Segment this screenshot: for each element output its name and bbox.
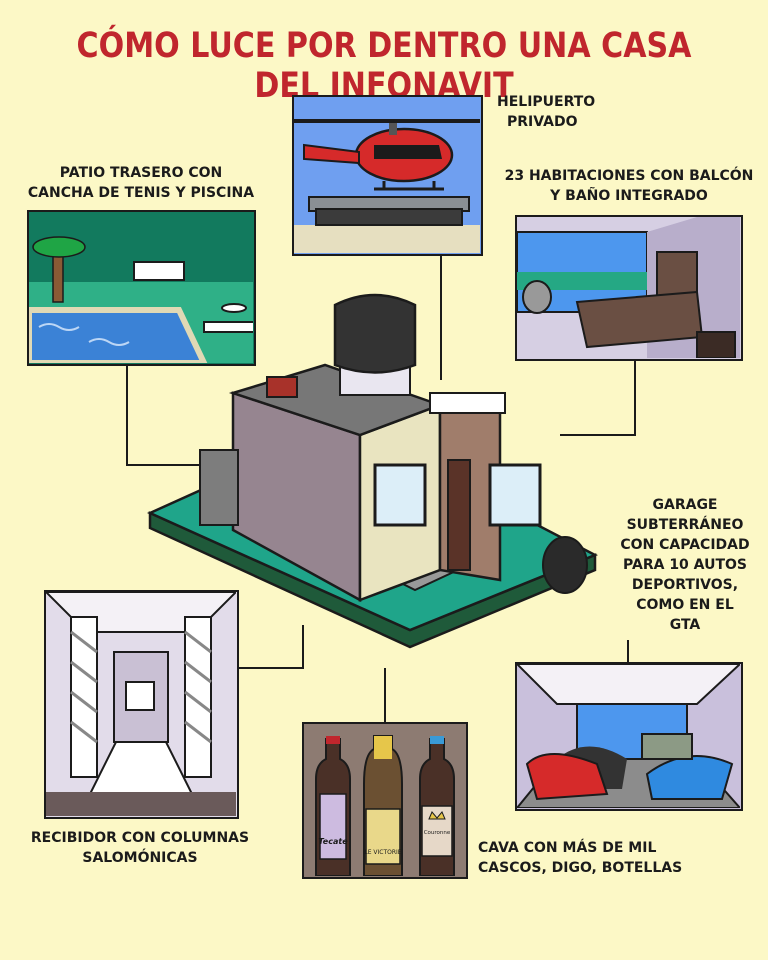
helipad-caption: HELIPUERTO PRIVADO xyxy=(497,92,595,132)
house-illustration xyxy=(146,293,598,649)
garage-caption: GARAGE SUBTERRÁNEO CON CAPACIDAD PARA 10… xyxy=(610,495,760,635)
caption-line: GARAGE xyxy=(652,497,718,513)
page-title: CÓMO LUCE POR DENTRO UNA CASA DEL INFONA… xyxy=(76,26,692,106)
cellar-caption: CAVA CON MÁS DE MIL CASCOS, DIGO, BOTELL… xyxy=(478,838,682,878)
caption-line: SALOMÓNICAS xyxy=(82,850,198,866)
caption-line: COMO EN EL xyxy=(636,597,734,613)
patio-caption: PATIO TRASERO CON CANCHA DE TENIS Y PISC… xyxy=(0,163,282,203)
caption-line: CASCOS, DIGO, BOTELLAS xyxy=(478,860,683,876)
bottle-label-le-victorie: LE VICTORIE xyxy=(364,849,401,856)
lobby-illustration xyxy=(46,592,236,816)
pool-illustration xyxy=(29,236,253,363)
caption-line: CAVA CON MÁS DE MIL xyxy=(478,840,657,856)
caption-line: CANCHA DE TENIS Y PISCINA xyxy=(27,185,255,201)
connector-line xyxy=(238,667,304,669)
caption-line: HELIPUERTO xyxy=(497,94,596,110)
caption-line: DEPORTIVOS, xyxy=(631,577,739,593)
helicopter-illustration xyxy=(294,119,480,253)
caption-line: RECIBIDOR CON COLUMNAS xyxy=(30,830,250,846)
connector-line xyxy=(302,625,304,669)
caption-line: 23 HABITACIONES CON BALCÓN xyxy=(504,168,754,184)
connector-line xyxy=(384,668,386,723)
connector-line xyxy=(627,640,629,663)
caption-line: CON CAPACIDAD xyxy=(620,537,750,553)
patio-panel xyxy=(27,210,256,366)
connector-line xyxy=(440,255,442,380)
caption-line: PRIVADO xyxy=(507,114,578,130)
rooms-caption: 23 HABITACIONES CON BALCÓN Y BAÑO INTEGR… xyxy=(494,166,764,206)
lobby-panel xyxy=(44,590,239,819)
bottle-label-tecate: Tecate xyxy=(318,837,348,846)
connector-line xyxy=(126,464,201,466)
lobby-caption: RECIBIDOR CON COLUMNAS SALOMÓNICAS xyxy=(20,828,260,868)
garage-illustration xyxy=(517,664,740,808)
bottles-illustration: Tecate LE VICTORIE Couronne xyxy=(315,735,455,876)
garage-panel xyxy=(515,662,743,811)
cellar-panel: Tecate LE VICTORIE Couronne xyxy=(302,722,468,879)
connector-line xyxy=(560,434,636,436)
connector-line xyxy=(634,360,636,435)
helipad-panel xyxy=(292,95,483,256)
caption-line: SUBTERRÁNEO xyxy=(626,517,744,533)
bottle-label-couronne: Couronne xyxy=(424,830,451,836)
caption-line: PARA 10 AUTOS xyxy=(623,557,747,573)
caption-line: PATIO TRASERO CON xyxy=(59,165,223,181)
caption-line: GTA xyxy=(669,617,701,633)
connector-line xyxy=(126,365,128,465)
caption-line: Y BAÑO INTEGRADO xyxy=(550,188,708,204)
bedroom-illustration xyxy=(517,217,740,358)
rooms-panel xyxy=(515,215,743,361)
